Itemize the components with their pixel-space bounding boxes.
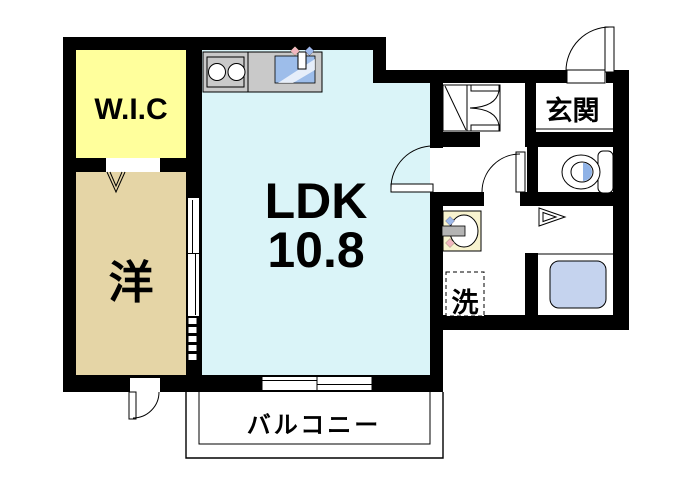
ldk-door-arc [390, 145, 434, 189]
wic-label: W.I.C [94, 93, 168, 126]
ldk-area: 10.8 [267, 222, 365, 278]
washroom-door-gap [484, 192, 520, 206]
faucet-icon [297, 51, 307, 70]
wall-entrance-left [525, 83, 536, 132]
shoe-cabinet [442, 84, 501, 132]
sliding-dash-2 [188, 327, 197, 333]
wall-wic-bottom-left [63, 158, 106, 172]
kitchen-counter [202, 46, 323, 93]
cabinet-door-arc-bottom [469, 107, 500, 126]
balcony-label: バルコニー [246, 412, 382, 439]
cabinet-door-top [470, 84, 500, 92]
entrance-door-leaf [604, 26, 615, 73]
ldk-room-fill-lower [373, 83, 430, 375]
hot-water-diamond-icon [290, 46, 300, 56]
entrance-door [565, 26, 615, 84]
wall-cabinet-stub [442, 132, 480, 147]
ldk-room-fill-upper [202, 50, 373, 375]
laundry-label: 洗 [451, 288, 479, 318]
entrance-door-arc [565, 26, 611, 72]
shoe-cabinet-diagonal [444, 85, 467, 131]
sliding-door-icon [188, 200, 200, 360]
cold-water-diamond-icon [304, 46, 315, 56]
cabinet-door-bottom [470, 124, 500, 132]
washing-machine-space [445, 271, 485, 317]
sliding-dash-4 [188, 345, 197, 351]
wic-v-inner [109, 171, 123, 188]
sliding-window-icon [261, 377, 373, 390]
sliding-dash-3 [188, 336, 197, 342]
wall-western-door-lintel [130, 375, 160, 378]
washroom-door-arc [481, 153, 521, 193]
washroom-door-leaf [515, 151, 526, 193]
ldk-door-gap [430, 148, 443, 192]
toilet-water [583, 163, 592, 181]
western-door-arc [132, 391, 160, 419]
sliding-dash-1 [188, 318, 197, 324]
ldk-label: LDK 10.8 [236, 173, 396, 278]
ldk-door-leaf [390, 183, 434, 193]
sliding-door-slot [188, 198, 199, 316]
washbasin-faucet [441, 225, 466, 237]
wall-left-outer [63, 37, 76, 392]
folding-bath-door-inner [542, 211, 558, 223]
bathtub-icon [549, 260, 607, 309]
balcony-outer-line [185, 392, 444, 459]
western-room-fill [76, 172, 186, 375]
wall-top-left [63, 37, 386, 50]
wic-room-fill [76, 50, 186, 158]
washbasin-cold-diamond [445, 216, 455, 226]
wall-western-bottom-left [63, 375, 130, 392]
balcony-inner-line [198, 392, 431, 445]
western-room-door [128, 391, 160, 420]
wall-entrance-bottom [525, 132, 613, 147]
washbasin-icon [441, 210, 482, 252]
entrance-label: 玄関 [545, 96, 600, 126]
wic-opening-gap [106, 158, 160, 172]
entrance-door-sill [566, 69, 606, 84]
wall-bath-divider [525, 253, 538, 317]
wic-v-outer [106, 171, 126, 194]
ldk-door [390, 145, 434, 193]
bathroom-fixtures [538, 207, 613, 309]
western-door-gap [130, 378, 160, 392]
washbasin-hot-diamond [445, 238, 455, 248]
wall-top-right [373, 70, 567, 83]
wall-under-toilet [430, 192, 613, 206]
stove-burner-right-icon [227, 63, 246, 81]
toilet-icon [561, 150, 614, 194]
balcony-outline [185, 392, 444, 459]
washroom-door [481, 151, 526, 193]
wall-bottom-right [430, 315, 629, 330]
sliding-dash-5 [188, 354, 197, 360]
wall-right-outer [613, 70, 629, 330]
cabinet-door-arc-top [469, 90, 500, 109]
stove-burner-left-icon [208, 63, 226, 81]
western-door-leaf [128, 391, 137, 420]
western-room-label: 洋 [108, 257, 154, 308]
wic-opening-mark-icon [106, 171, 126, 194]
wall-toilet-left [527, 147, 538, 192]
ldk-name: LDK [264, 173, 368, 229]
